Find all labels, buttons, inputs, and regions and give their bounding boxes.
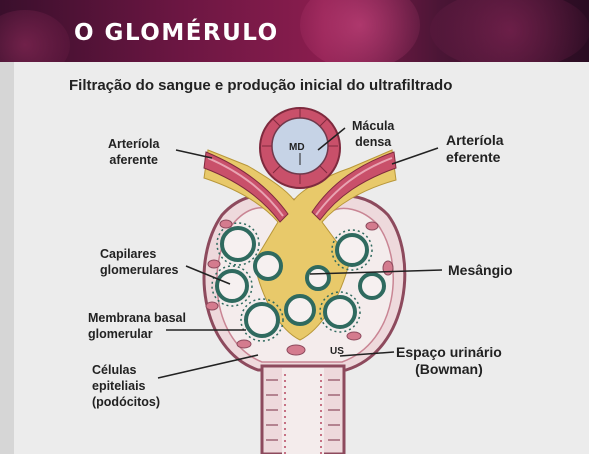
capillary-loop [244,302,280,338]
capillary-loops [211,222,386,342]
capillary-loop [323,295,357,329]
capillary-loop [284,294,316,326]
capillary-loop [331,229,373,271]
capillary-loop [305,265,331,291]
label-basal-membrane: Membrana basal glomerular [88,311,186,341]
label-efferent-arteriole: Arteríola eferente [446,132,504,165]
tubule-lumen [282,368,324,454]
afferent-lumen [207,157,284,217]
banner-decoration [300,0,420,62]
banner-decoration [430,0,589,62]
macula-densa-cells [262,108,338,184]
capillary-loop [220,226,256,262]
tubule-cells [266,379,340,441]
capillary-loop [215,269,249,303]
capillary-loop [358,272,386,300]
label-urinary-space: Espaço urinário (Bowman) [396,344,502,377]
page-title: O GLOMÉRULO [74,20,279,46]
capillary-loop [335,233,369,267]
capillary-loop [216,222,260,266]
label-epithelial-cells: Células epiteliais (podócitos) [92,363,161,409]
md-abbrev: MD [289,142,305,153]
capillary-loop [240,298,284,342]
label-glomerular-capillaries: Capilares glomerulares [100,247,179,277]
label-macula-densa: Mácula densa [352,119,395,149]
label-mesangium: Mesângio [448,262,513,278]
efferent-lumen [315,157,393,216]
capillary-loop [211,265,253,307]
diagram-subtitle: Filtração do sangue e produção inicial d… [69,77,453,94]
afferent-arteriole [203,151,289,223]
capillary-loop [319,291,361,333]
leader-lines [157,127,443,379]
label-afferent-arteriole: Arteríola aferente [108,137,160,167]
capillary-loop [253,251,283,281]
brush-border [320,372,324,454]
header-banner: O GLOMÉRULO [0,0,589,62]
brush-border [282,372,286,454]
us-abbrev: US [330,346,344,357]
efferent-arteriole [311,151,397,221]
